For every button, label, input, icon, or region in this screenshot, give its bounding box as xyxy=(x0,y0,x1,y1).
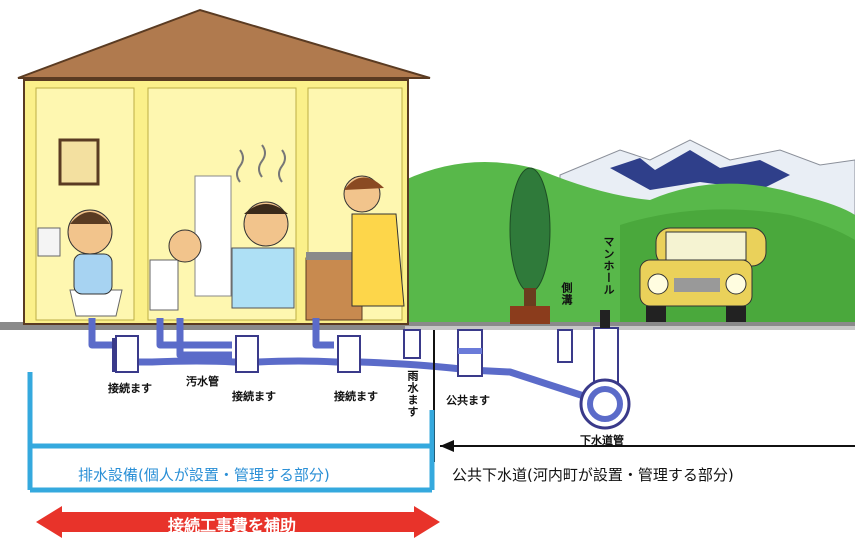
side-ditch-label: 側溝 xyxy=(560,282,573,306)
subsidy-label: 接続工事費を補助 xyxy=(168,516,297,535)
subsidy-arrow xyxy=(36,506,440,538)
public-section-label: 公共下水道(河内町が設置・管理する部分) xyxy=(452,466,734,484)
manhole-label: マンホール xyxy=(602,236,615,296)
connection-box-2 xyxy=(235,335,259,373)
shelf-icon xyxy=(194,175,232,297)
shampoo-child-icon xyxy=(168,229,202,263)
public-box-label: 公共ます xyxy=(446,394,490,407)
rain-box-label: 雨水ます xyxy=(406,370,419,418)
house xyxy=(17,8,431,325)
roof xyxy=(17,8,431,79)
manhole-cover-icon xyxy=(600,310,610,328)
steam-icon xyxy=(236,144,286,183)
private-section-bracket xyxy=(27,372,435,493)
bathtub-icon xyxy=(231,247,295,309)
sewer-main-label: 下水道管 xyxy=(580,434,624,447)
drain-pipes xyxy=(88,318,606,402)
private-section-label: 排水設備(個人が設置・管理する部分) xyxy=(78,466,330,484)
connection-box-3 xyxy=(337,335,361,373)
window-icon xyxy=(58,138,100,186)
washbasin-icon xyxy=(149,259,179,311)
sewage-pipe-label: 汚水管 xyxy=(186,375,219,388)
manhole-shaft xyxy=(593,327,619,387)
rain-box xyxy=(403,329,421,359)
connection-box-label-3: 接続ます xyxy=(334,390,378,403)
connection-box-label-1: 接続ます xyxy=(108,382,152,395)
connection-box-1 xyxy=(115,335,139,373)
car-icon xyxy=(639,227,767,322)
side-ditch xyxy=(557,329,573,363)
connection-box-label-2: 接続ます xyxy=(232,390,276,403)
toilet-tank-icon xyxy=(37,227,61,257)
tree-icon xyxy=(509,167,551,324)
background-landscape xyxy=(405,139,855,325)
